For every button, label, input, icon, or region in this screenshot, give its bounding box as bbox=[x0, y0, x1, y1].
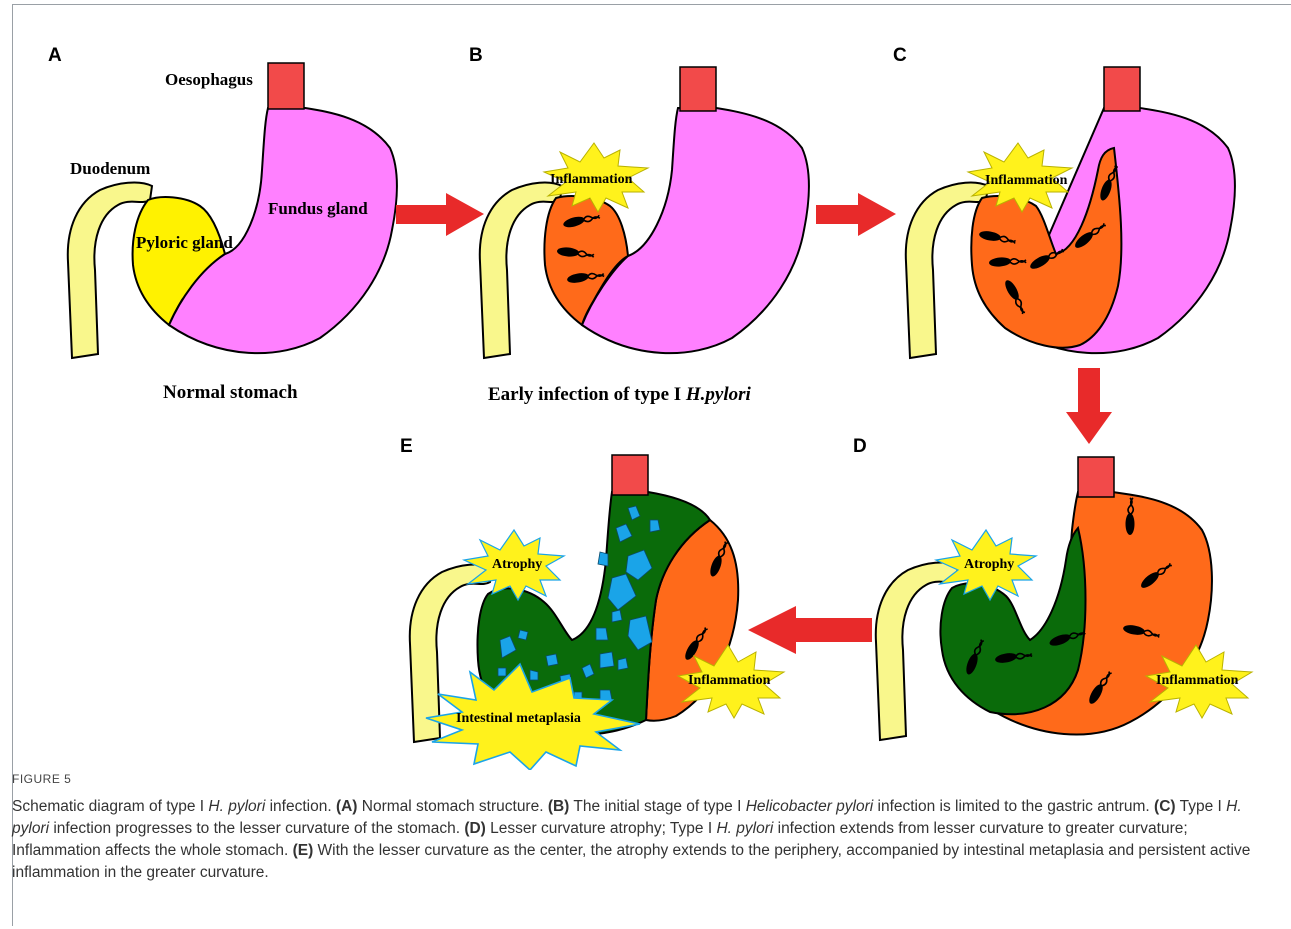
inflammation-label-c: Inflammation bbox=[985, 173, 1068, 188]
panel-letter-b: B bbox=[469, 45, 483, 66]
pyloric-gland-label: Pyloric gland bbox=[136, 233, 233, 252]
inflammation-label-b: Inflammation bbox=[550, 172, 633, 187]
figure-caption: FIGURE 5 Schematic diagram of type I H. … bbox=[12, 768, 1272, 884]
oesophagus-label: Oesophagus bbox=[165, 70, 253, 89]
panel-b: B Inflammation Early infection of type I… bbox=[469, 45, 809, 405]
arrow-d-to-e bbox=[748, 606, 872, 654]
panel-a: A Oesophagus Duodenum Fundus gland Pylor… bbox=[48, 45, 397, 403]
atrophy-label-d: Atrophy bbox=[964, 557, 1014, 572]
oesophagus-shape-d bbox=[1078, 457, 1114, 497]
oesophagus-shape-e bbox=[612, 455, 648, 495]
early-infection-label: Early infection of type I H.pylori bbox=[488, 384, 752, 405]
panel-letter-a: A bbox=[48, 45, 62, 66]
panel-c: C Inflammation bbox=[893, 45, 1235, 358]
inflammation-label-d: Inflammation bbox=[1156, 673, 1239, 688]
panel-d: D Atrophy Inflammation bbox=[853, 436, 1252, 740]
stomach-diagram: A Oesophagus Duodenum Fundus gland Pylor… bbox=[0, 0, 1291, 770]
panel-letter-e: E bbox=[400, 436, 413, 457]
figure-label: FIGURE 5 bbox=[12, 768, 1272, 790]
atrophy-label-e: Atrophy bbox=[492, 557, 542, 572]
fundus-gland-label: Fundus gland bbox=[268, 199, 368, 218]
normal-stomach-label: Normal stomach bbox=[163, 382, 298, 403]
panel-letter-d: D bbox=[853, 436, 867, 457]
panel-e: E bbox=[400, 436, 784, 770]
intestinal-metaplasia-label: Intestinal metaplasia bbox=[456, 711, 581, 726]
arrow-b-to-c bbox=[816, 193, 896, 236]
caption-text: Schematic diagram of type I H. pylori in… bbox=[12, 796, 1272, 884]
oesophagus-shape bbox=[268, 63, 304, 109]
oesophagus-shape-b bbox=[680, 67, 716, 111]
arrow-a-to-b bbox=[396, 193, 484, 236]
duodenum-label: Duodenum bbox=[70, 159, 150, 178]
oesophagus-shape-c bbox=[1104, 67, 1140, 111]
panel-letter-c: C bbox=[893, 45, 907, 66]
inflammation-label-e: Inflammation bbox=[688, 673, 771, 688]
arrow-c-to-d bbox=[1066, 368, 1112, 444]
